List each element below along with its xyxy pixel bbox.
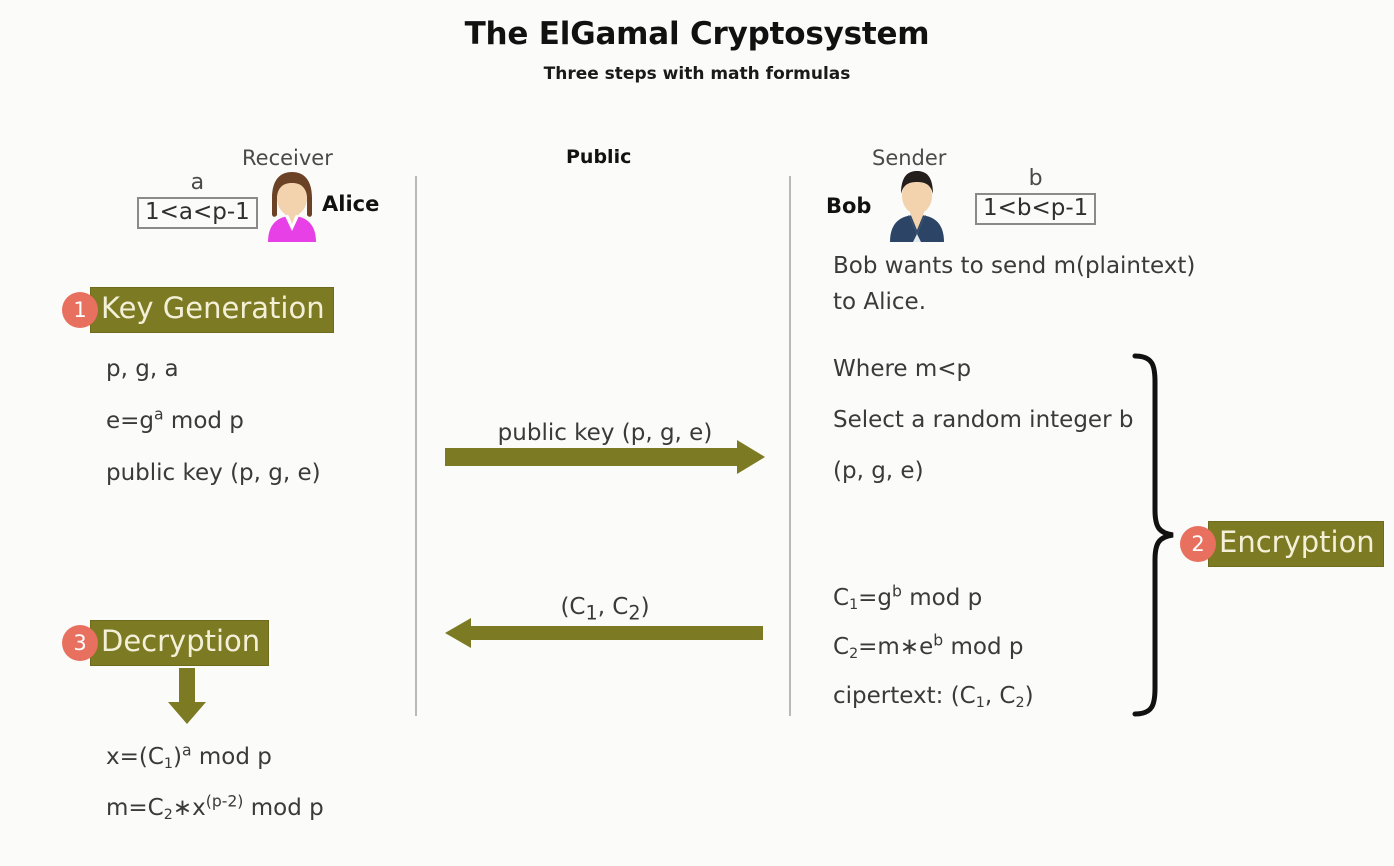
c2-pre: C	[833, 634, 850, 660]
decryption-m-formula: m=C2∗x(p-2) mod p	[106, 793, 324, 823]
keygen-line-1: p, g, a	[106, 356, 179, 382]
bob-range-var: b	[1028, 166, 1043, 191]
avatar-alice	[258, 170, 326, 246]
ciphertext-post: )	[1024, 683, 1034, 709]
person-name-bob: Bob	[826, 194, 872, 218]
ciphertext-pre: cipertext: (C	[833, 683, 976, 709]
keygen-line-2-pre: e=g	[106, 408, 155, 434]
encryption-ciphertext: cipertext: (C1, C2)	[833, 683, 1034, 711]
arrow-ciphertext	[445, 618, 763, 652]
c1-pre: C	[833, 585, 850, 611]
keygen-line-2-post: mod p	[163, 408, 244, 434]
c2-subscript: 2	[849, 646, 859, 662]
page-title: The ElGamal Cryptosystem	[464, 16, 930, 52]
c2-post: mod p	[943, 634, 1024, 660]
alice-range-box: 1<a<p-1	[137, 197, 258, 230]
arrow-down-svg	[168, 668, 206, 724]
decrypt-x-mid: )	[173, 744, 182, 770]
decrypt-x-exponent: a	[181, 740, 192, 760]
decryption-x-formula: x=(C1)a mod p	[106, 742, 272, 772]
arrow-left-svg	[445, 618, 763, 648]
arrow-ciphertext-sub2: 2	[628, 601, 641, 625]
encryption-line-2: Select a random integer b	[833, 407, 1134, 433]
keygen-line-3: public key (p, g, e)	[106, 460, 321, 486]
step-number-3: 3	[62, 625, 98, 661]
divider-right	[789, 176, 791, 716]
alice-avatar-svg	[268, 172, 316, 242]
keygen-line-2-exponent: a	[154, 404, 164, 424]
step-label-encryption: Encryption	[1208, 521, 1384, 567]
arrow-ciphertext-post: )	[640, 594, 650, 620]
encryption-c2: C2=m∗eb mod p	[833, 632, 1024, 662]
column-header-sender: Sender	[872, 146, 947, 170]
arrow-label-ciphertext: (C1, C2)	[430, 594, 780, 625]
page-subtitle: Three steps with math formulas	[543, 64, 851, 84]
column-header-public: Public	[566, 146, 632, 168]
ciphertext-sub2: 2	[1015, 695, 1025, 711]
arrow-ciphertext-sub1: 1	[585, 601, 598, 625]
arrow-ciphertext-mid: , C	[597, 594, 629, 620]
decrypt-m-post: mod p	[243, 795, 324, 821]
person-name-alice: Alice	[322, 192, 380, 216]
step-label-key-generation: Key Generation	[90, 287, 334, 333]
bob-range-box: 1<b<p-1	[975, 193, 1097, 226]
alice-range-group: a 1<a<p-1	[137, 170, 258, 230]
c1-subscript: 1	[849, 597, 859, 613]
step-number-1: 1	[62, 292, 98, 328]
arrow-label-public-key: public key (p, g, e)	[497, 420, 713, 446]
bob-avatar-svg	[890, 171, 944, 242]
ciphertext-mid: , C	[984, 683, 1016, 709]
encryption-c1: C1=gb mod p	[833, 583, 983, 613]
keygen-line-2: e=ga mod p	[106, 406, 244, 434]
divider-left	[415, 176, 417, 716]
bob-intro-line2: to Alice.	[833, 289, 927, 315]
arrow-right-svg	[445, 440, 765, 474]
decrypt-m-exponent: (p-2)	[205, 791, 244, 811]
step-encryption[interactable]: 2 Encryption	[1180, 521, 1384, 567]
c1-exponent: b	[892, 581, 902, 601]
arrow-decryption-down	[166, 668, 208, 728]
step-key-generation[interactable]: 1 Key Generation	[62, 287, 334, 333]
encryption-line-3: (p, g, e)	[833, 458, 924, 484]
column-header-receiver: Receiver	[242, 146, 333, 170]
bob-intro-line1: Bob wants to send m(plaintext)	[833, 253, 1196, 279]
decrypt-m-subscript: 2	[163, 807, 173, 823]
bob-range-group: b 1<b<p-1	[975, 166, 1097, 226]
arrow-public-key	[445, 440, 765, 478]
decrypt-m-mid: ∗x	[172, 795, 206, 821]
step-decryption[interactable]: 3 Decryption	[62, 620, 270, 666]
encryption-curly-brace	[1125, 352, 1185, 722]
c2-mid: =m∗e	[858, 634, 934, 660]
arrow-ciphertext-pre: (C	[560, 594, 586, 620]
decrypt-x-post: mod p	[191, 744, 272, 770]
alice-range-var: a	[190, 170, 205, 195]
c1-mid: =g	[858, 585, 893, 611]
decrypt-x-subscript: 1	[163, 756, 173, 772]
curly-brace-svg	[1132, 353, 1174, 717]
c1-post: mod p	[901, 585, 983, 611]
ciphertext-sub1: 1	[975, 695, 985, 711]
avatar-bob	[882, 168, 952, 246]
decrypt-m-pre: m=C	[106, 795, 164, 821]
step-number-2: 2	[1180, 526, 1216, 562]
encryption-line-1: Where m<p	[833, 356, 972, 382]
decrypt-x-pre: x=(C	[106, 744, 164, 770]
step-label-decryption: Decryption	[90, 620, 270, 666]
c2-exponent: b	[933, 630, 944, 650]
